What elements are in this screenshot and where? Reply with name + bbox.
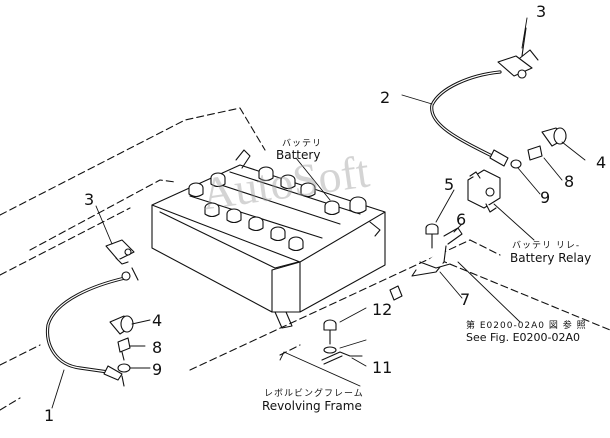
hardware-bottom — [321, 319, 363, 365]
hardware-right — [510, 127, 567, 169]
battery-relay-label-en: Battery Relay — [510, 251, 592, 265]
terminal-clamp-top — [497, 27, 539, 79]
cable-2 — [430, 70, 509, 167]
cable-1 — [45, 267, 139, 381]
callout-9-right: 9 — [540, 188, 551, 207]
revolving-frame-label-jp: レボルビングフレーム — [264, 389, 364, 399]
callout-8-right: 8 — [564, 172, 575, 191]
callout-8-left: 8 — [152, 338, 163, 357]
revolving-frame-label-en: Revolving Frame — [262, 399, 362, 413]
hardware-left — [109, 315, 134, 387]
callout-4-left: 4 — [152, 311, 163, 330]
figure-reference-jp: 第 E0200-02A0 図 参 照 — [466, 321, 587, 331]
callout-4-right: 4 — [596, 153, 607, 172]
callout-10: 11 — [372, 358, 393, 377]
callout-2: 2 — [380, 88, 391, 107]
callout-11: 12 — [372, 300, 393, 319]
battery-label-en: Battery — [276, 148, 321, 162]
callout-3-left: 3 — [84, 190, 95, 209]
terminal-clamp-left — [105, 239, 135, 265]
callout-7: 7 — [460, 290, 471, 309]
callout-1: 1 — [44, 406, 55, 425]
figure-reference-en: See Fig. E0200-02A0 — [466, 331, 581, 344]
leader-lines — [51, 17, 586, 409]
battery-relay-label-jp: バッテリ リレ- — [512, 241, 581, 251]
battery-label-jp: バッテリ — [282, 139, 323, 149]
callout-6: 6 — [456, 210, 467, 229]
revolving-frame-outline — [0, 107, 610, 411]
callout-3-top: 3 — [536, 2, 547, 21]
callout-5: 5 — [444, 175, 455, 194]
callout-9-left: 9 — [152, 360, 163, 379]
hardware-center — [411, 223, 463, 277]
battery — [151, 149, 386, 313]
battery-relay — [467, 169, 501, 213]
battery-brackets — [274, 285, 403, 329]
